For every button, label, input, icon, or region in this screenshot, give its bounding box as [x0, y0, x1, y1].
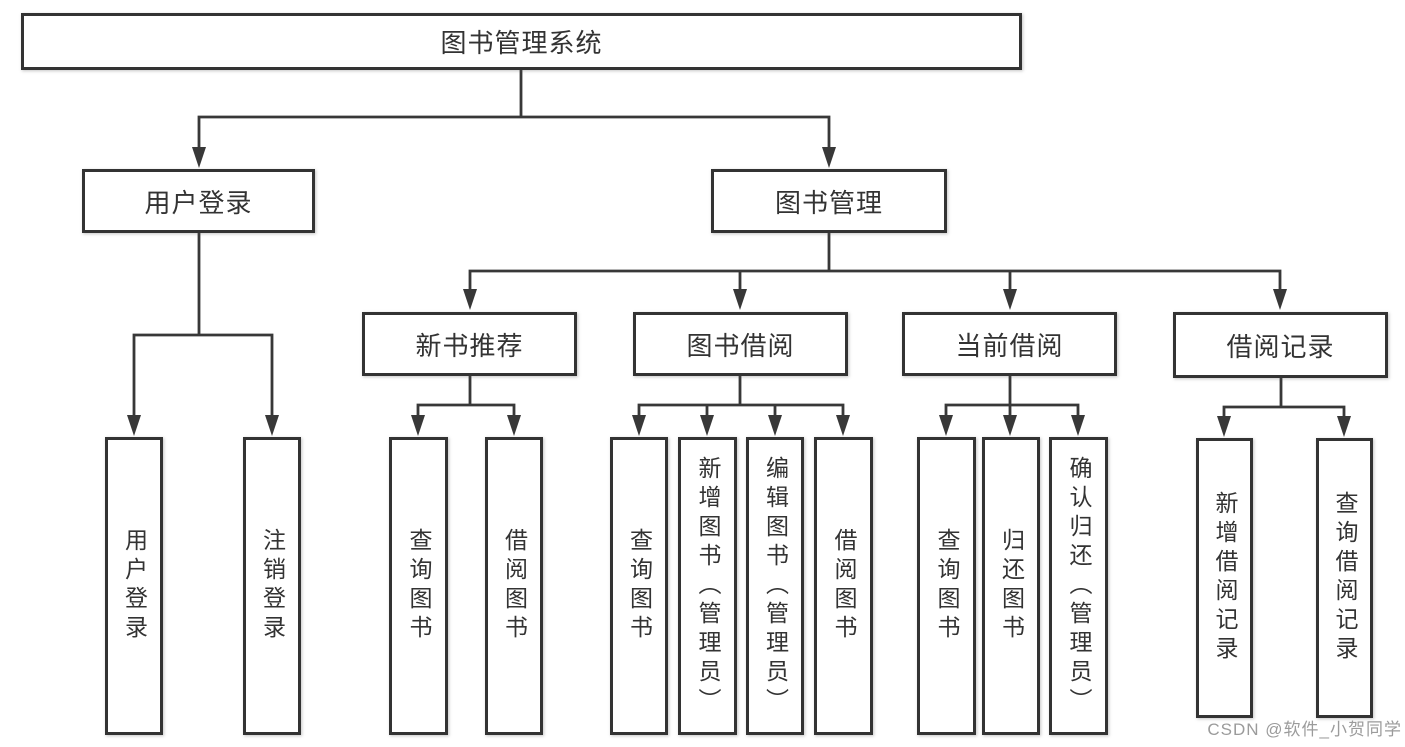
leaf-edit-books-admin-label: 编辑图书（管理员） — [762, 455, 789, 717]
node-borrowing-records-label: 借阅记录 — [1226, 331, 1335, 362]
node-current-borrowing: 当前借阅 — [902, 312, 1117, 376]
node-book-borrowing: 图书借阅 — [633, 312, 848, 376]
leaf-logout: 注销登录 — [243, 437, 301, 735]
leaf-user-login: 用户登录 — [105, 437, 163, 735]
leaf-user-login-label: 用户登录 — [121, 528, 148, 644]
leaf-confirm-return-admin-label: 确认归还（管理员） — [1066, 455, 1092, 717]
node-root-label: 图书管理系统 — [440, 28, 603, 58]
leaf-logout-label: 注销登录 — [259, 528, 286, 644]
leaf-borrowing-query-books: 查询图书 — [610, 437, 668, 735]
leaf-query-borrow-record-label: 查询借阅记录 — [1332, 491, 1358, 665]
node-book-borrowing-label: 图书借阅 — [686, 330, 795, 361]
node-root: 图书管理系统 — [21, 13, 1022, 70]
leaf-current-query-books: 查询图书 — [917, 437, 976, 735]
leaf-borrowing-query-books-label: 查询图书 — [626, 528, 653, 644]
leaf-return-books: 归还图书 — [982, 437, 1040, 735]
leaf-recommend-borrow-books: 借阅图书 — [485, 437, 543, 735]
arrowheads — [127, 147, 1351, 437]
leaf-recommend-query-books-label: 查询图书 — [406, 528, 432, 644]
leaf-add-borrow-record-label: 新增借阅记录 — [1212, 491, 1238, 665]
leaf-add-borrow-record: 新增借阅记录 — [1196, 438, 1253, 718]
leaf-confirm-return-admin: 确认归还（管理员） — [1049, 437, 1108, 735]
node-new-book-recommend-label: 新书推荐 — [415, 330, 524, 361]
node-book-management: 图书管理 — [711, 169, 947, 233]
leaf-query-borrow-record: 查询借阅记录 — [1316, 438, 1373, 718]
leaf-recommend-query-books: 查询图书 — [389, 437, 448, 735]
leaf-borrow-books-label: 借阅图书 — [831, 528, 857, 644]
leaf-return-books-label: 归还图书 — [998, 528, 1025, 644]
leaf-edit-books-admin: 编辑图书（管理员） — [746, 437, 804, 735]
leaf-current-query-books-label: 查询图书 — [934, 528, 960, 644]
node-book-management-label: 图书管理 — [774, 187, 883, 218]
node-user-login-label: 用户登录 — [144, 187, 253, 218]
node-user-login: 用户登录 — [82, 169, 315, 233]
leaf-borrow-books: 借阅图书 — [814, 437, 873, 735]
leaf-add-books-admin: 新增图书（管理员） — [678, 437, 737, 735]
node-borrowing-records: 借阅记录 — [1173, 312, 1388, 378]
csdn-watermark: CSDN @软件_小贺同学 — [1207, 720, 1402, 739]
node-new-book-recommend: 新书推荐 — [362, 312, 577, 376]
leaf-recommend-borrow-books-label: 借阅图书 — [501, 528, 528, 644]
leaf-add-books-admin-label: 新增图书（管理员） — [695, 455, 721, 717]
node-current-borrowing-label: 当前借阅 — [955, 330, 1064, 361]
